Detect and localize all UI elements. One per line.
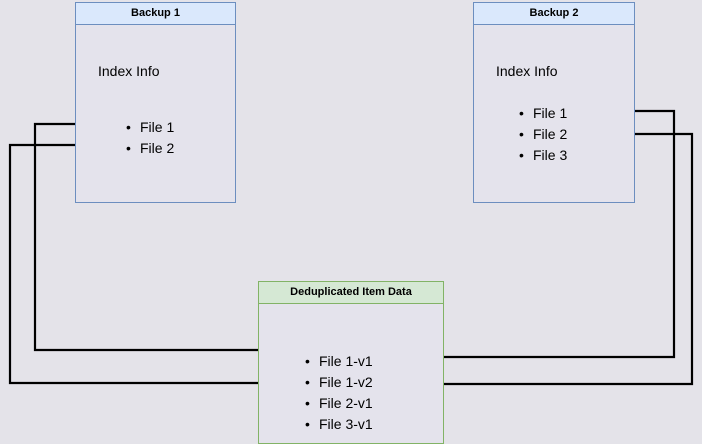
list-item[interactable]: File 1-v1 [303, 351, 373, 372]
backup1-title: Backup 1 [76, 3, 235, 25]
backup2-index-info-label: Index Info [496, 63, 558, 79]
list-item[interactable]: File 2 [124, 138, 174, 159]
dedup-file-list: File 1-v1 File 1-v2 File 2-v1 File 3-v1 [303, 351, 373, 435]
list-item[interactable]: File 3 [517, 145, 567, 166]
backup2-body: Index Info File 1 File 2 File 3 [474, 25, 634, 202]
list-item[interactable]: File 1 [517, 103, 567, 124]
list-item[interactable]: File 2 [517, 124, 567, 145]
backup2-file-list: File 1 File 2 File 3 [517, 103, 567, 166]
list-item[interactable]: File 3-v1 [303, 414, 373, 435]
list-item[interactable]: File 1-v2 [303, 372, 373, 393]
backup1-box[interactable]: Backup 1 Index Info File 1 File 2 [75, 2, 236, 203]
backup2-title: Backup 2 [474, 3, 634, 25]
dedup-title: Deduplicated Item Data [259, 282, 443, 304]
list-item[interactable]: File 1 [124, 117, 174, 138]
backup1-index-info-label: Index Info [98, 63, 160, 79]
backup2-box[interactable]: Backup 2 Index Info File 1 File 2 File 3 [473, 2, 635, 203]
backup1-body: Index Info File 1 File 2 [76, 25, 235, 202]
dedup-body: File 1-v1 File 1-v2 File 2-v1 File 3-v1 [259, 304, 443, 443]
dedup-box[interactable]: Deduplicated Item Data File 1-v1 File 1-… [258, 281, 444, 444]
backup1-file-list: File 1 File 2 [124, 117, 174, 159]
list-item[interactable]: File 2-v1 [303, 393, 373, 414]
